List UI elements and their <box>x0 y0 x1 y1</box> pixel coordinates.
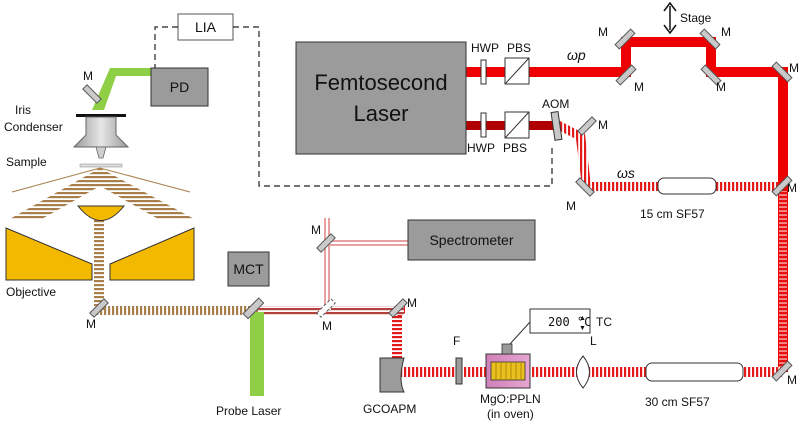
mirror-gcoapm <box>388 298 408 318</box>
pbs-label-top: PBS <box>507 41 531 55</box>
sample-slide <box>79 163 123 168</box>
mirror-label: M <box>598 118 608 132</box>
probe-laser-label: Probe Laser <box>216 404 281 418</box>
mirror-label: M <box>598 25 608 39</box>
mct-splitter <box>242 297 265 320</box>
gcoapm-label: GCOAPM <box>363 402 416 416</box>
mirror-aom <box>577 116 597 136</box>
hwp-label-bottom: HWP <box>467 141 495 155</box>
mirror-right-bottom <box>771 360 793 382</box>
filter-label: F <box>453 334 460 348</box>
hwp-stokes <box>480 112 487 138</box>
temperature-down-icon: ▼ <box>579 325 586 332</box>
laser-label-line1: Femtosecond <box>314 70 447 95</box>
aom-label: AOM <box>542 97 569 111</box>
filter <box>455 357 463 385</box>
lens <box>576 355 590 389</box>
mirror-label: M <box>634 80 644 94</box>
sf57-long-rod <box>645 362 744 382</box>
mirror-spectro <box>316 233 336 253</box>
aom <box>550 111 563 141</box>
mid-ir-beam <box>8 167 258 315</box>
crystal-oven <box>485 343 531 389</box>
mirror-label: M <box>716 80 726 94</box>
stage-label: Stage <box>680 11 712 25</box>
objective-label: Objective <box>6 285 56 299</box>
mirror-pd <box>82 84 102 104</box>
mirror-right-top <box>771 61 793 83</box>
mirror-label: M <box>311 223 321 237</box>
sf57-short-rod <box>657 177 717 195</box>
spectrometer-box <box>407 219 536 261</box>
gcoapm <box>379 357 405 393</box>
lens-label: L <box>590 334 597 348</box>
signal-cable <box>154 26 553 187</box>
mct-box <box>227 251 270 287</box>
spectrometer-label: Spectrometer <box>429 232 513 248</box>
hwp-label-top: HWP <box>471 41 499 55</box>
mirror-label: M <box>721 25 731 39</box>
mirror-stokes-left <box>575 177 595 197</box>
hwp-pump <box>480 59 487 85</box>
mirrors <box>82 28 793 382</box>
pbs-label-bottom: PBS <box>503 141 527 155</box>
pbs-pump <box>504 57 530 85</box>
pump-beam-label: ωp <box>567 47 586 63</box>
spectrometer-beam <box>322 218 410 310</box>
probe-beam <box>92 68 264 396</box>
mirror-label: M <box>407 296 417 310</box>
pump-beam <box>466 37 788 372</box>
mirror-label: M <box>787 373 797 387</box>
crystal-label-line2: (in oven) <box>487 407 534 421</box>
mirror-stage-2 <box>615 64 637 86</box>
objective <box>5 205 195 281</box>
temperature-up-icon: ▲ <box>579 315 586 322</box>
mirror-stage-4 <box>700 64 722 86</box>
mirror-flip <box>316 298 336 318</box>
mct-label: MCT <box>233 261 264 277</box>
pd-label: PD <box>170 79 189 95</box>
tc-cable <box>509 321 531 345</box>
mirror-label: M <box>83 69 93 83</box>
pbs-stokes <box>504 111 530 139</box>
lia-label: LIA <box>195 19 217 35</box>
pd-box <box>150 67 209 107</box>
laser-label-line2: Laser <box>353 101 408 126</box>
mirror-label: M <box>787 181 797 195</box>
mirror-stage-1 <box>614 28 636 50</box>
mirror-objective <box>89 298 109 318</box>
mirror-label: M <box>86 317 96 331</box>
sf57-long-label: 30 cm SF57 <box>645 395 710 409</box>
sf57-short-label: 15 cm SF57 <box>640 207 705 221</box>
tc-label: TC <box>596 315 612 329</box>
mirror-stage-3 <box>699 28 721 50</box>
temperature-value: 200 °C <box>548 315 591 329</box>
condenser <box>72 114 130 159</box>
mirror-label: M <box>322 319 332 333</box>
mirror-combiner <box>771 175 793 197</box>
sample-label: Sample <box>6 155 47 169</box>
mirror-label: M <box>566 199 576 213</box>
stokes-beam-label: ωs <box>617 165 635 181</box>
temperature-display <box>529 308 591 334</box>
crystal-label-line1: MgO:PPLN <box>480 392 541 406</box>
mirror-label: M <box>789 61 799 75</box>
mirror-labels: M M M M M M M M M M M M M M <box>83 25 799 387</box>
femtosecond-laser <box>295 41 467 155</box>
stage-arrow-icon <box>663 1 677 35</box>
iris-label: Iris <box>15 103 31 117</box>
condenser-label: Condenser <box>4 120 63 134</box>
